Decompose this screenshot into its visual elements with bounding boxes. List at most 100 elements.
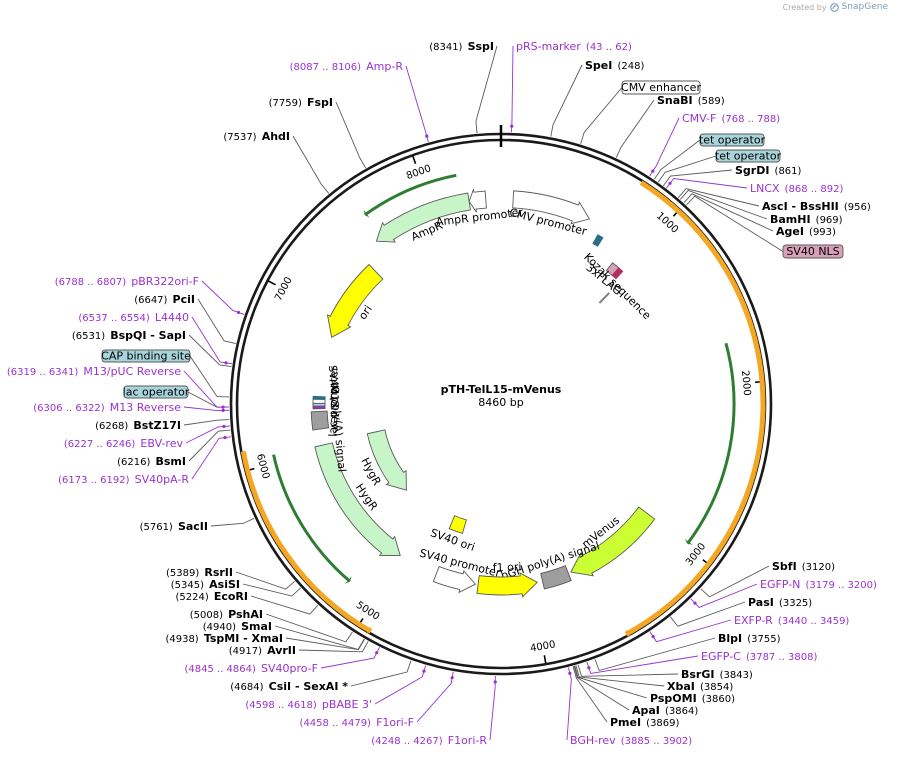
annot-pbr322ori-f-50-name: pBR322ori-F [131, 275, 199, 288]
annot-pmei-24[interactable]: PmeI (3869) [610, 711, 680, 730]
annot-bsrgi-20-name: BsrGI [681, 668, 714, 681]
annot-cap-binding-site-46-box [101, 349, 191, 363]
annot-sacii-38-leader [210, 517, 255, 527]
annot-sgrdi-8-position: (861) [775, 166, 802, 177]
annot-sv40-nls-13-text: SV40 NLS [786, 245, 839, 258]
annot-egfp-c-19[interactable]: EGFP-C (3787 .. 3808) [701, 645, 817, 664]
annot-pbr322ori-f-50[interactable]: (6788 .. 6807) pBR322ori-F [55, 270, 199, 289]
annot-cmv-f-5[interactable]: CMV-F (768 .. 788) [682, 107, 780, 126]
annot-avrii-31[interactable]: (4917) AvrII [229, 639, 296, 658]
annot-tspmi-xmai-32[interactable]: (4938) TspMI - XmaI [165, 627, 283, 646]
annot-m13-reverse-43[interactable]: (6306 .. 6322) M13 Reverse [33, 396, 181, 415]
feature-ampr-promoter [468, 189, 487, 213]
annot-snabi-4[interactable]: SnaBI (589) [657, 89, 725, 108]
feature-arc-4930 [240, 450, 373, 635]
annot-smai-33[interactable]: (4940) SmaI [203, 615, 272, 634]
annot-bsrgi-20[interactable]: BsrGI (3843) [681, 663, 753, 682]
feature-arc-1760-head [684, 538, 693, 545]
annot-sacii-38[interactable]: (5761) SacII [140, 515, 208, 534]
feature-hygr [314, 442, 401, 557]
annot-ebv-rev-41[interactable]: (6227 .. 6246) EBV-rev [64, 432, 184, 451]
annot-bgh-rev-25[interactable]: BGH-rev (3885 .. 3902) [570, 729, 692, 748]
annot-sbfi-14[interactable]: SbfI (3120) [772, 555, 835, 574]
tick-label-7000: 7000 [273, 275, 295, 303]
annot-m13-puc-reverse-45[interactable]: (6319 .. 6341) M13/pUC Reverse [7, 360, 181, 379]
annot-ecori-35-name: EcoRI [214, 590, 248, 603]
annot-snabi-4-leader [615, 99, 655, 158]
annot-agei-12[interactable]: AgeI (993) [776, 220, 836, 239]
annot-csii-sexai-29[interactable]: (4684) CsiI - SexAI * [230, 675, 348, 694]
annot-pasi-16-leader [670, 601, 746, 627]
annot-l4440-48[interactable]: (6537 .. 6554) L4440 [78, 306, 189, 325]
annot-pbabe-3-28-position: (4598 .. 4618) [245, 700, 317, 711]
annot-sv40-nls-13[interactable]: SV40 NLS [782, 244, 844, 259]
annot-bsmi-40[interactable]: (6216) BsmI [117, 450, 186, 469]
annot-pbabe-3-28[interactable]: (4598 .. 4618) pBABE 3' [245, 693, 372, 712]
annot-sv40pro-f-30-primer-mark [375, 651, 379, 655]
annot-blpi-18-position: (3755) [747, 634, 780, 645]
annot-rsrii-37-leader [235, 571, 296, 590]
annot-tet-operator-7-box [715, 149, 781, 163]
annot-bamhi-11-leader [679, 189, 768, 220]
annot-bstz17i-42[interactable]: (6268) BstZ17I [95, 414, 181, 433]
annot-pasi-16[interactable]: PasI (3325) [748, 591, 812, 610]
annot-prs-marker-1-primer-mark [510, 124, 514, 128]
annot-f1ori-f-27-primer-mark [450, 676, 454, 680]
annot-sgrdi-8[interactable]: SgrDI (861) [735, 159, 802, 178]
annot-pcii-49[interactable]: (6647) PciI [134, 288, 195, 307]
annot-fspi-52[interactable]: (7759) FspI [269, 91, 333, 110]
annot-bspqi-sapi-47[interactable]: (6531) BspQI - SapI [72, 324, 186, 343]
annot-bspqi-sapi-47-leader [188, 334, 232, 367]
annot-lac-operator-44-box [123, 385, 189, 399]
feature-sv40-promoter [432, 566, 477, 594]
annot-asisi-36[interactable]: (5345) AsiSI [171, 573, 240, 592]
annot-lac-operator-44[interactable]: lac operator [123, 386, 190, 399]
annot-tet-operator-6-leader [653, 139, 701, 180]
annot-bamhi-11[interactable]: BamHI (969) [770, 208, 843, 227]
annot-rsrii-37[interactable]: (5389) RsrII [166, 561, 233, 580]
annot-pshai-34[interactable]: (5008) PshAI [190, 603, 263, 622]
annot-egfp-n-15[interactable]: EGFP-N (3179 .. 3200) [760, 573, 877, 592]
annot-tet-operator-7[interactable]: tet operator [715, 150, 782, 163]
annot-ecori-35-position: (5224) [175, 592, 208, 603]
annot-smai-33-leader [274, 625, 365, 650]
annot-egfp-n-15-primer-mark [693, 601, 697, 605]
annot-prs-marker-1[interactable]: pRS-marker (43 .. 62) [516, 35, 632, 54]
feature-kozak-sequence [598, 292, 610, 304]
annot-exfp-r-17[interactable]: EXFP-R (3440 .. 3459) [734, 609, 849, 628]
annot-lncx-9[interactable]: LNCX (868 .. 892) [750, 177, 843, 196]
annot-tet-operator-6[interactable]: tet operator [699, 134, 766, 147]
annot-spei-2[interactable]: SpeI (248) [585, 54, 644, 73]
annot-sspi-0-position: (8341) [429, 42, 462, 53]
annot-sv40pa-r-39[interactable]: (6173 .. 6192) SV40pA-R [58, 468, 189, 487]
annot-f1ori-r-26[interactable]: (4248 .. 4267) F1ori-R [371, 729, 487, 748]
feature-m13-rev-label: M13 rev [328, 385, 342, 430]
annot-cmv-enhancer-3[interactable]: CMV enhancer [621, 80, 701, 95]
annot-ahdi-51[interactable]: (7537) AhdI [223, 125, 290, 144]
annot-apai-23[interactable]: ApaI (3864) [632, 699, 698, 718]
snapgene-credit[interactable]: Created by SnapGene [783, 2, 888, 12]
annot-ecori-35[interactable]: (5224) EcoRI [175, 585, 248, 604]
annot-sv40pro-f-30[interactable]: (4845 .. 4864) SV40pro-F [184, 657, 318, 676]
credit-text: Created by [782, 2, 827, 12]
annot-bsrgi-20-leader [577, 664, 679, 677]
feature-arc-5180-head [345, 576, 352, 584]
annot-cmv-enhancer-3-text: CMV enhancer [621, 81, 701, 94]
annot-xbai-21[interactable]: XbaI (3854) [667, 675, 733, 694]
feature-sv40-poly-a-signal [310, 410, 330, 431]
snapgene-logo-icon [829, 2, 839, 12]
annot-cap-binding-site-46[interactable]: CAP binding site [101, 350, 191, 363]
feature-cap-site [312, 395, 326, 400]
annot-f1ori-f-27[interactable]: (4458 .. 4479) F1ori-F [300, 711, 414, 730]
annot-sv40pro-f-30-name: SV40pro-F [261, 662, 318, 675]
annot-asci-bsshii-10[interactable]: AscI - BssHII (956) [762, 195, 871, 214]
annot-pspomi-22[interactable]: PspOMI (3860) [650, 687, 735, 706]
annot-blpi-18[interactable]: BlpI (3755) [718, 627, 781, 646]
annot-sspi-0[interactable]: (8341) SspI [429, 35, 494, 54]
annot-prs-marker-1-name: pRS-marker [516, 40, 581, 53]
annot-ebv-rev-41-leader [185, 425, 230, 444]
annot-cap-binding-site-46-text: CAP binding site [101, 350, 191, 363]
annot-amp-r-53[interactable]: (8087 .. 8106) Amp-R [290, 55, 404, 74]
